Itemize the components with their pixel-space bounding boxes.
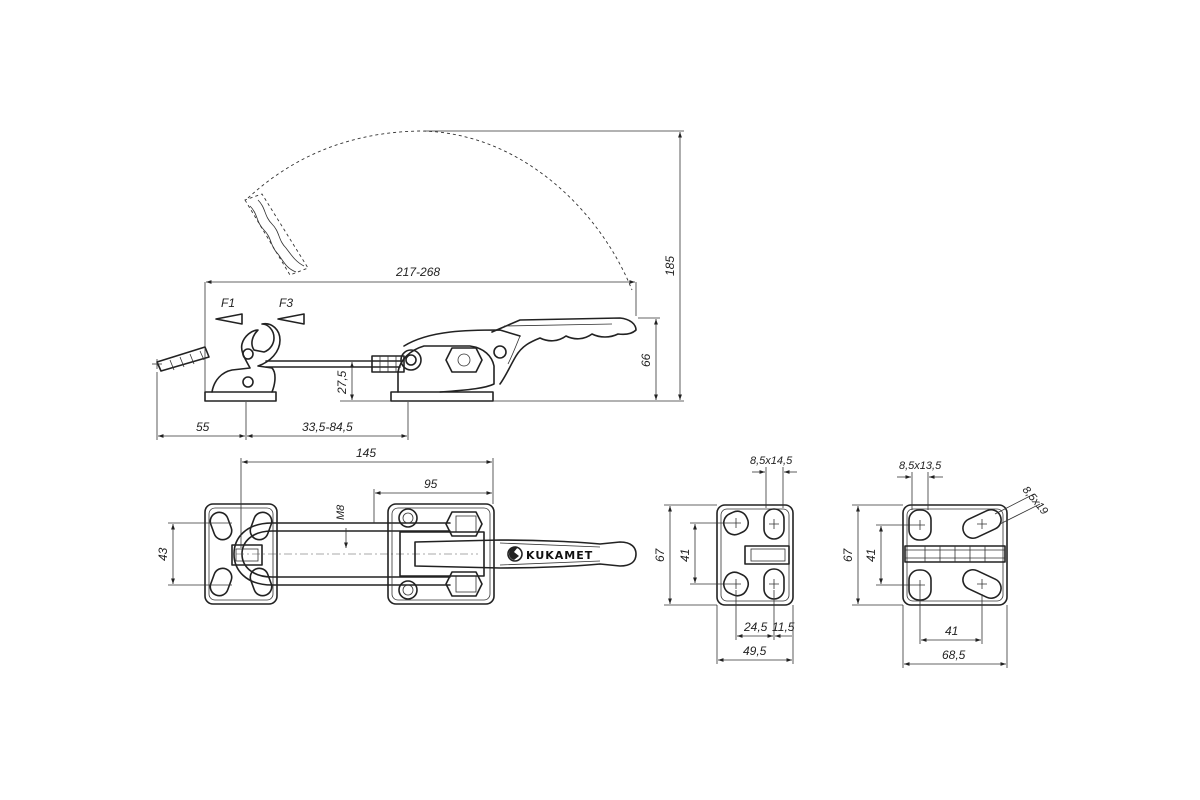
hook-hole-spacing-v-label: 41 [864, 549, 878, 562]
clamp-hole-spacing-a-label: 24,5 [743, 620, 768, 634]
dim-plate-height: 43 [156, 547, 170, 561]
handle-top: KUKAMET [414, 539, 637, 569]
force-arrows: F1 F3 [215, 296, 305, 325]
dim-clamp-length: 95 [424, 477, 438, 491]
clamp-hole-spacing-v-label: 41 [678, 549, 692, 562]
hook-slot-label: 8,5x13,5 [899, 460, 942, 472]
hook-bracket-view: 8,5x13,5 8,5x19 67 41 41 68,5 [841, 460, 1050, 668]
hook-bracket-side [204, 322, 281, 402]
force-f1-label: F1 [221, 296, 235, 310]
clamp-hole-spacing-b-label: 11,5 [772, 620, 795, 634]
clamp-plate-top [387, 503, 495, 605]
clamp-slot-label: 8,5x14,5 [750, 455, 793, 467]
top-dimensions: 145 95 43 [156, 446, 494, 586]
thread-label: M8 [335, 504, 347, 520]
open-handle-ghost [244, 193, 309, 276]
brand-logo-text: KUKAMET [526, 549, 593, 562]
tie-rod [265, 355, 405, 373]
dim-base-height: 27,5 [335, 370, 349, 395]
top-view: M8 KUKAMET [156, 446, 637, 605]
clamp-bracket-view: 8,5x14,5 67 41 24,5 11,5 49,5 [653, 455, 797, 664]
dim-overall-length: 145 [356, 446, 376, 460]
hook-hole-spacing-h-label: 41 [945, 624, 958, 638]
side-extension-lines [156, 130, 684, 440]
side-dimensions: 217-268 185 66 27,5 55 33,5-84,5 [158, 132, 682, 438]
u-bow-top: M8 [233, 504, 478, 586]
side-view: F1 F3 [152, 130, 684, 440]
clamp-height-label: 67 [653, 547, 667, 562]
clamp-width-label: 49,5 [743, 644, 767, 658]
swing-arc [247, 130, 633, 291]
dim-total-length: 217-268 [395, 265, 440, 279]
clamp-body-side [390, 329, 521, 402]
dim-hook-offset: 55 [196, 420, 210, 434]
hook-width-label: 68,5 [942, 648, 966, 662]
hook-height-label: 67 [841, 547, 855, 562]
dim-adjust-range: 33,5-84,5 [302, 420, 353, 434]
handle-side [491, 317, 637, 385]
hook-pin [152, 346, 210, 372]
force-f3-label: F3 [279, 296, 293, 310]
dim-handle-height: 66 [639, 353, 653, 367]
dim-swing-height: 185 [663, 256, 677, 276]
